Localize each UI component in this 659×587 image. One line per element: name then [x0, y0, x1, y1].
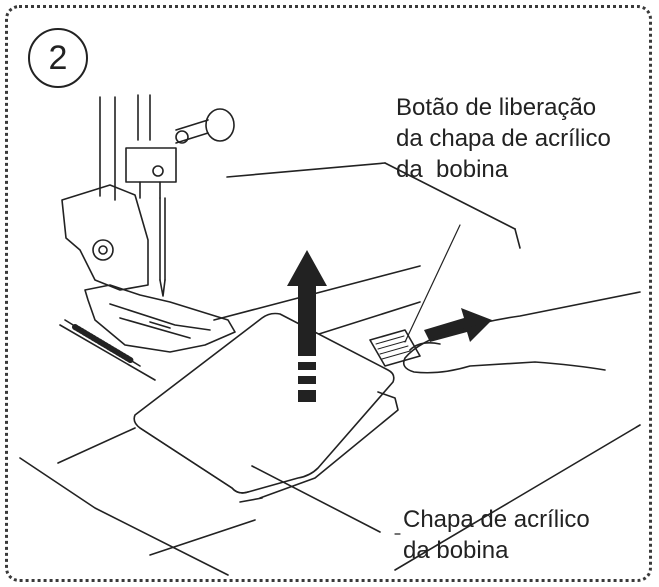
- step-number: 2: [28, 28, 88, 88]
- bobbin-cover-label-line-2: da bobina: [403, 537, 509, 564]
- bobbin-cover-label: Chapa de acrílico da bobina: [403, 504, 590, 566]
- release-button-label: Botão de liberação da chapa de acrílico …: [396, 92, 611, 185]
- presser-foot: [61, 184, 236, 353]
- right-arrow-icon: [424, 308, 492, 342]
- up-arrow-icon: [287, 250, 327, 402]
- release-button-label-line-3: da bobina: [396, 156, 509, 183]
- bobbin-cover-label-line-1: Chapa de acrílico: [403, 506, 590, 533]
- release-button-label-line-1: Botão de liberação: [396, 94, 597, 121]
- bobbin-cover: [133, 312, 399, 533]
- release-button-label-line-2: da chapa de acrílico: [396, 125, 611, 152]
- presser-assembly: [99, 94, 235, 297]
- dotted-frame: [5, 5, 652, 582]
- finger: [402, 291, 641, 374]
- leader-lines: [394, 224, 461, 535]
- machine-bed: [19, 162, 641, 576]
- needle-plate: [59, 265, 421, 381]
- release-button: [369, 329, 421, 367]
